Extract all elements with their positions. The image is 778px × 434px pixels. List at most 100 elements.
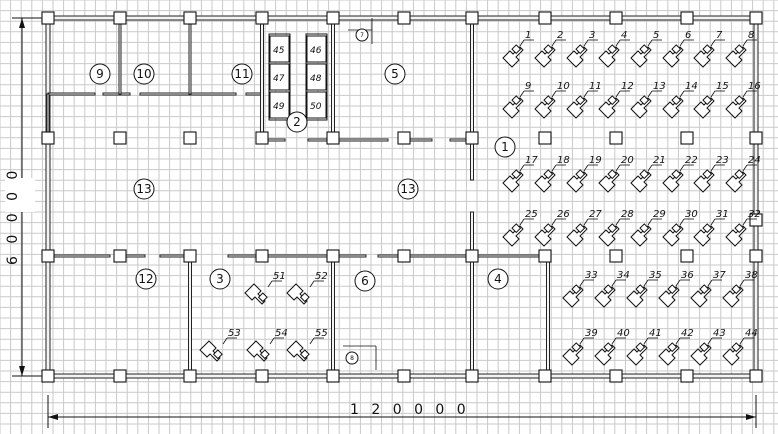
workstation	[626, 284, 648, 308]
leader-line	[309, 280, 315, 288]
column	[41, 369, 55, 383]
leader-line	[519, 164, 525, 172]
leader-line	[267, 280, 273, 288]
room-marker	[135, 268, 157, 290]
workstation-number: 51	[273, 271, 286, 282]
room-marker	[133, 178, 155, 200]
workstation-number: 26	[557, 209, 570, 220]
workstation	[534, 169, 556, 193]
leader-line	[615, 90, 621, 98]
leader-line	[579, 337, 585, 345]
column	[397, 369, 411, 383]
leader-line	[742, 218, 748, 226]
workstation	[662, 169, 684, 193]
workstation-number: 40	[617, 328, 630, 339]
workstation-number: 55	[315, 328, 328, 339]
workstation-number: 35	[649, 270, 662, 281]
column	[113, 131, 127, 145]
workstation	[534, 95, 556, 119]
workstation	[725, 169, 747, 193]
cabinet-number: 45	[273, 46, 285, 56]
leader-line	[647, 218, 653, 226]
wall	[377, 254, 471, 258]
cabinet-number: 49	[273, 102, 285, 112]
leader-line	[611, 337, 617, 345]
leader-line	[710, 90, 716, 98]
workstation	[244, 283, 268, 305]
workstation	[630, 95, 652, 119]
column	[609, 369, 623, 383]
leader-line	[710, 39, 716, 47]
workstation-number: 23	[716, 155, 729, 166]
wall	[471, 254, 549, 258]
wall	[118, 17, 122, 95]
wall	[546, 255, 550, 377]
dimension-lines: 1 2 0 0 0 06 0 0 0 0	[5, 17, 757, 428]
workstation-number: 38	[745, 270, 758, 281]
workstation-number: 9	[525, 81, 531, 92]
wall	[102, 92, 131, 96]
leader-line	[710, 218, 716, 226]
column	[465, 369, 479, 383]
leader-line	[739, 337, 745, 345]
workstation-number: 20	[621, 155, 634, 166]
leader-line	[679, 218, 685, 226]
leader-line	[647, 164, 653, 172]
wall	[139, 92, 237, 96]
workstation-number: 6	[685, 30, 691, 41]
leader-line	[679, 39, 685, 47]
wall	[753, 17, 759, 377]
room-marker	[487, 268, 509, 290]
column	[397, 11, 411, 25]
column	[255, 249, 269, 263]
column	[749, 131, 763, 145]
workstation-number: 32	[748, 209, 761, 220]
workstation	[690, 342, 712, 366]
wall	[332, 138, 389, 142]
column	[41, 249, 55, 263]
workstation	[662, 223, 684, 247]
room-marker	[384, 63, 406, 85]
leader-line	[309, 337, 315, 345]
workstation	[246, 340, 270, 362]
leader-line	[647, 90, 653, 98]
workstation-number: 12	[621, 81, 634, 92]
column	[538, 249, 552, 263]
workstation	[662, 95, 684, 119]
leader-line	[222, 337, 228, 345]
workstation-number: 16	[748, 81, 761, 92]
workstation	[534, 44, 556, 68]
leader-line	[551, 39, 557, 47]
wall	[45, 17, 51, 377]
room-number: 8	[350, 355, 354, 362]
wall	[261, 254, 367, 258]
columns	[41, 11, 763, 383]
leader-line	[739, 279, 745, 287]
leader-line	[707, 337, 713, 345]
room-marker	[354, 270, 376, 292]
workstation	[594, 342, 616, 366]
workstation-number: 54	[275, 328, 288, 339]
workstation-number: 28	[621, 209, 634, 220]
room-number: 13	[400, 182, 415, 196]
workstation-number: 10	[557, 81, 570, 92]
leader-line	[679, 90, 685, 98]
workstation-number: 13	[653, 81, 666, 92]
column	[749, 249, 763, 263]
workstation-number: 37	[713, 270, 726, 281]
workstation	[722, 342, 744, 366]
column	[41, 131, 55, 145]
wall	[331, 17, 335, 141]
column	[183, 249, 197, 263]
leader-line	[675, 279, 681, 287]
workstation	[658, 284, 680, 308]
workstation	[286, 283, 310, 305]
dim-arrow-bottom	[19, 366, 25, 376]
workstation	[725, 44, 747, 68]
cabinet	[269, 91, 290, 119]
cabinet-number: 47	[273, 74, 285, 84]
workstation-number: 34	[617, 270, 630, 281]
workstation	[502, 169, 524, 193]
